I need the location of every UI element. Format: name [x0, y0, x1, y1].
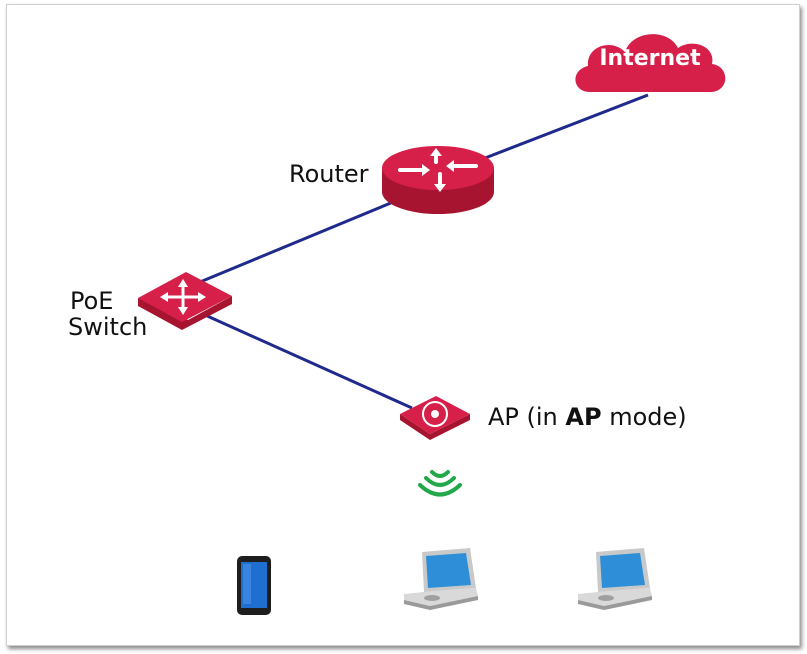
- smartphone-icon: [237, 556, 271, 615]
- wifi-icon: [418, 470, 462, 497]
- laptop-icon: [404, 548, 478, 610]
- ap-label-prefix: AP (in: [488, 403, 566, 431]
- cloud-icon: [575, 34, 726, 92]
- router-label: Router: [289, 160, 369, 188]
- ap-label: AP (in AP mode): [488, 404, 687, 430]
- internet-label: Internet: [599, 46, 701, 71]
- link-internet-router: [479, 93, 649, 162]
- laptop-icon: [578, 548, 652, 610]
- ap-label-mode: AP: [565, 403, 602, 431]
- switch-label-switch: Switch: [68, 313, 148, 341]
- access-point-icon: [400, 396, 470, 440]
- ap-label-suffix: mode): [601, 403, 687, 431]
- switch-label-poe: PoE: [70, 287, 114, 315]
- switch-icon: [138, 272, 232, 330]
- link-router-switch: [199, 198, 399, 284]
- link-switch-ap: [204, 313, 413, 410]
- diagram-frame: [6, 4, 800, 646]
- router-icon: [382, 146, 494, 214]
